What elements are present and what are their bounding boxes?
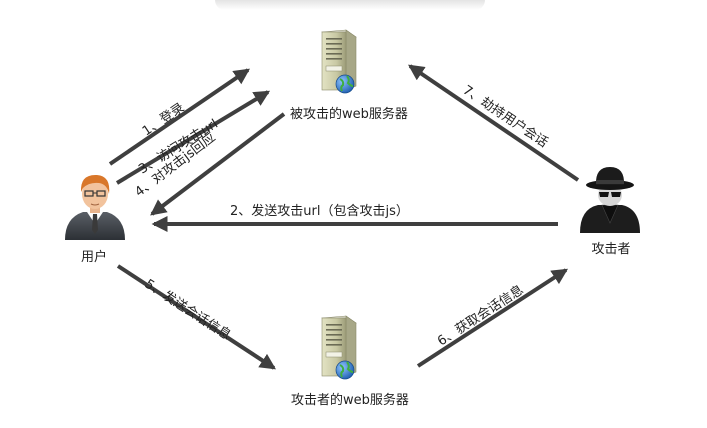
attacker-label: 攻击者: [591, 242, 630, 257]
arrow-login: [108, 68, 250, 166]
victim-server: 被攻击的web服务器: [290, 29, 408, 122]
arrow-hijack-session: [408, 64, 580, 182]
arrow-get-session-info: [416, 268, 569, 368]
edge-label-get-session-info: 6、获取会话信息: [434, 282, 526, 349]
attacker-server: 攻击者的web服务器: [291, 315, 409, 408]
server-globe-icon: [321, 29, 357, 94]
user-node: 用户: [65, 174, 125, 265]
edge-label-send-session-info: 5、发送会话信息: [142, 276, 234, 343]
attacker-node: 攻击者: [580, 167, 640, 257]
user-label: 用户: [81, 249, 107, 265]
arrow-visit-attack-url: [115, 90, 271, 185]
spy-hat-icon: [580, 167, 640, 233]
attacker-server-label: 攻击者的web服务器: [291, 392, 409, 408]
server-globe-icon: [321, 315, 357, 380]
top-shadow-bar: [215, 0, 485, 10]
man-with-glasses-icon: [65, 174, 125, 240]
arrow-attack-js-response: [150, 112, 286, 216]
edge-label-hijack-session: 7、劫持用户会话: [460, 82, 551, 151]
arrow-send-session-info: [116, 264, 277, 370]
victim-server-label: 被攻击的web服务器: [290, 106, 408, 122]
edge-label-login: 1、登录: [140, 100, 188, 139]
edge-label-send-attack-url: 2、发送攻击url（包含攻击js）: [230, 203, 409, 219]
